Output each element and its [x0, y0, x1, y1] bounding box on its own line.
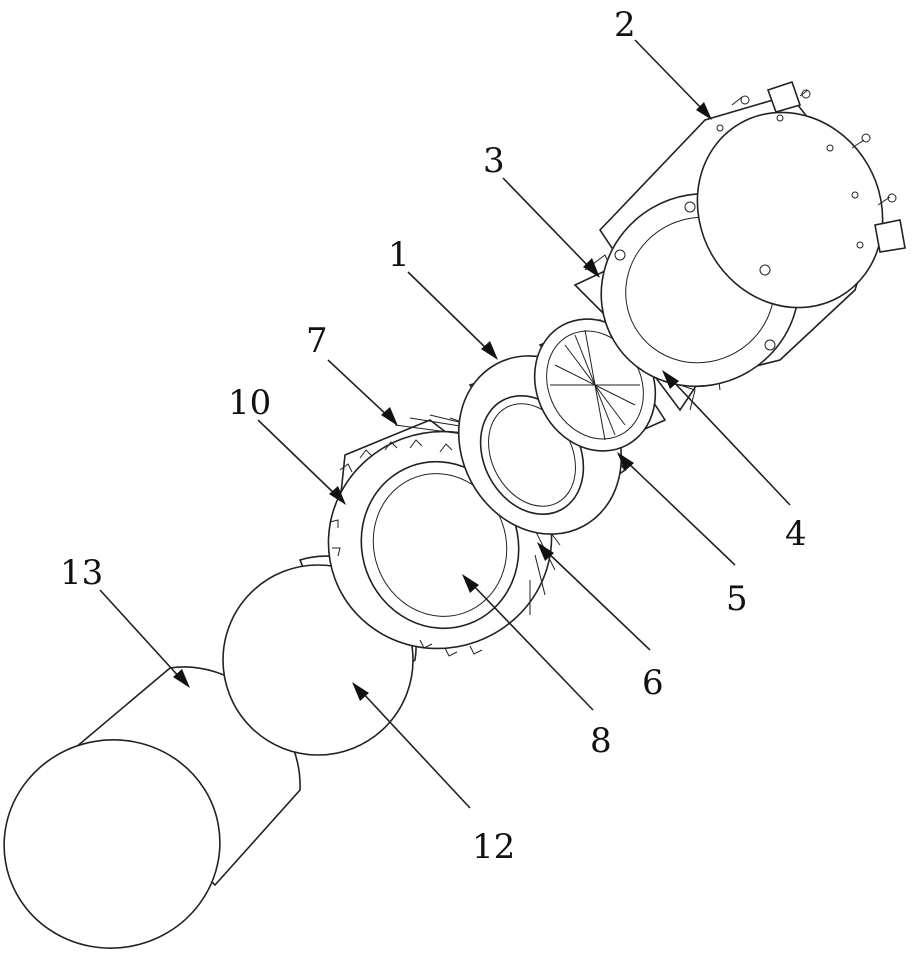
callout-10: 10: [228, 383, 271, 423]
callout-3: 3: [483, 141, 505, 181]
callout-6: 6: [642, 663, 664, 703]
callout-2: 2: [614, 5, 636, 45]
callout-7: 7: [306, 321, 328, 361]
callout-12: 12: [472, 827, 515, 867]
callout-5: 5: [726, 579, 748, 619]
callout-1: 1: [388, 235, 410, 275]
callout-13: 13: [60, 553, 103, 593]
callout-4: 4: [785, 514, 807, 554]
callout-8: 8: [590, 721, 612, 761]
